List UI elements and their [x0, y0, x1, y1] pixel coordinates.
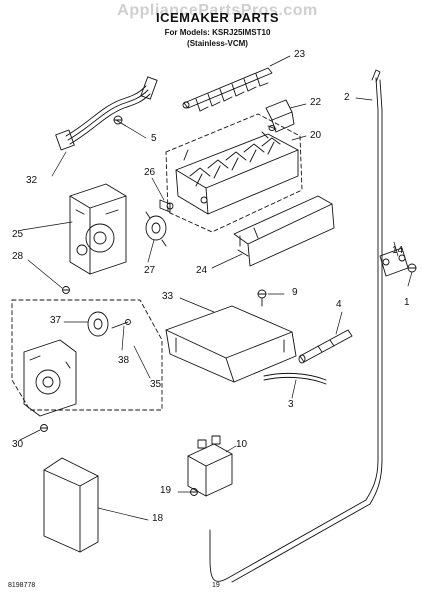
part-screw-1 — [407, 263, 417, 273]
part-screw-28 — [62, 286, 70, 294]
callout-5: 5 — [151, 133, 157, 144]
callout-10: 10 — [236, 439, 248, 450]
document-number: 8198778 — [8, 582, 36, 589]
part-water-valve — [187, 435, 233, 497]
callout-23: 23 — [294, 49, 306, 60]
page-number: 19 — [212, 582, 220, 589]
part-screw-19 — [190, 488, 198, 496]
part-screw-5 — [113, 115, 127, 127]
callout-24: 24 — [196, 265, 208, 276]
callout-30: 30 — [12, 439, 24, 450]
part-gear-housing — [23, 339, 77, 417]
callout-19: 19 — [160, 485, 172, 496]
callout-2: 2 — [344, 92, 350, 103]
callout-35: 35 — [150, 379, 162, 390]
models-line: For Models: KSRJ25IMST10 — [164, 28, 271, 37]
part-mold — [175, 131, 299, 215]
part-heater-rail — [233, 195, 335, 267]
part-fill-tube — [209, 69, 383, 583]
part-screw-9 — [257, 289, 267, 307]
part-screw-30 — [40, 424, 48, 432]
callout-3: 3 — [288, 399, 294, 410]
callout-28: 28 — [12, 251, 24, 262]
callout-27: 27 — [144, 265, 156, 276]
callout-38: 38 — [118, 355, 130, 366]
part-tube-3 — [263, 372, 327, 385]
callout-22: 22 — [310, 97, 322, 108]
part-motor-37 — [87, 311, 109, 337]
variant-line: (Stainless-VCM) — [187, 39, 248, 48]
part-connector-4 — [298, 329, 353, 364]
part-pin-38 — [111, 319, 131, 329]
callout-32: 32 — [26, 175, 38, 186]
part-control-housing — [69, 183, 127, 275]
drive-assembly-outline — [11, 299, 163, 411]
callout-18: 18 — [152, 513, 164, 524]
diagram-title: ICEMAKER PARTS — [155, 10, 280, 25]
callout-26: 26 — [144, 167, 156, 178]
callout-33: 33 — [162, 291, 174, 302]
leader-lines — [19, 55, 413, 521]
watermark: AppliancePartsPros.com — [117, 2, 318, 19]
callout-1: 1 — [404, 297, 410, 308]
callout-25: 25 — [12, 229, 24, 240]
callout-9: 9 — [292, 287, 298, 298]
part-bucket-pad — [43, 457, 99, 553]
part-shield-33 — [165, 305, 297, 383]
callout-4: 4 — [336, 299, 342, 310]
callout-14: 14 — [392, 245, 404, 256]
part-mold-cover — [265, 99, 295, 133]
mold-assembly-outline — [165, 113, 303, 233]
part-wire-harness — [55, 76, 158, 151]
callout-20: 20 — [310, 130, 322, 141]
part-fastener-26 — [159, 199, 174, 213]
part-ejector-blade — [182, 67, 273, 112]
callout-37: 37 — [50, 315, 62, 326]
part-motor-27 — [145, 211, 167, 247]
